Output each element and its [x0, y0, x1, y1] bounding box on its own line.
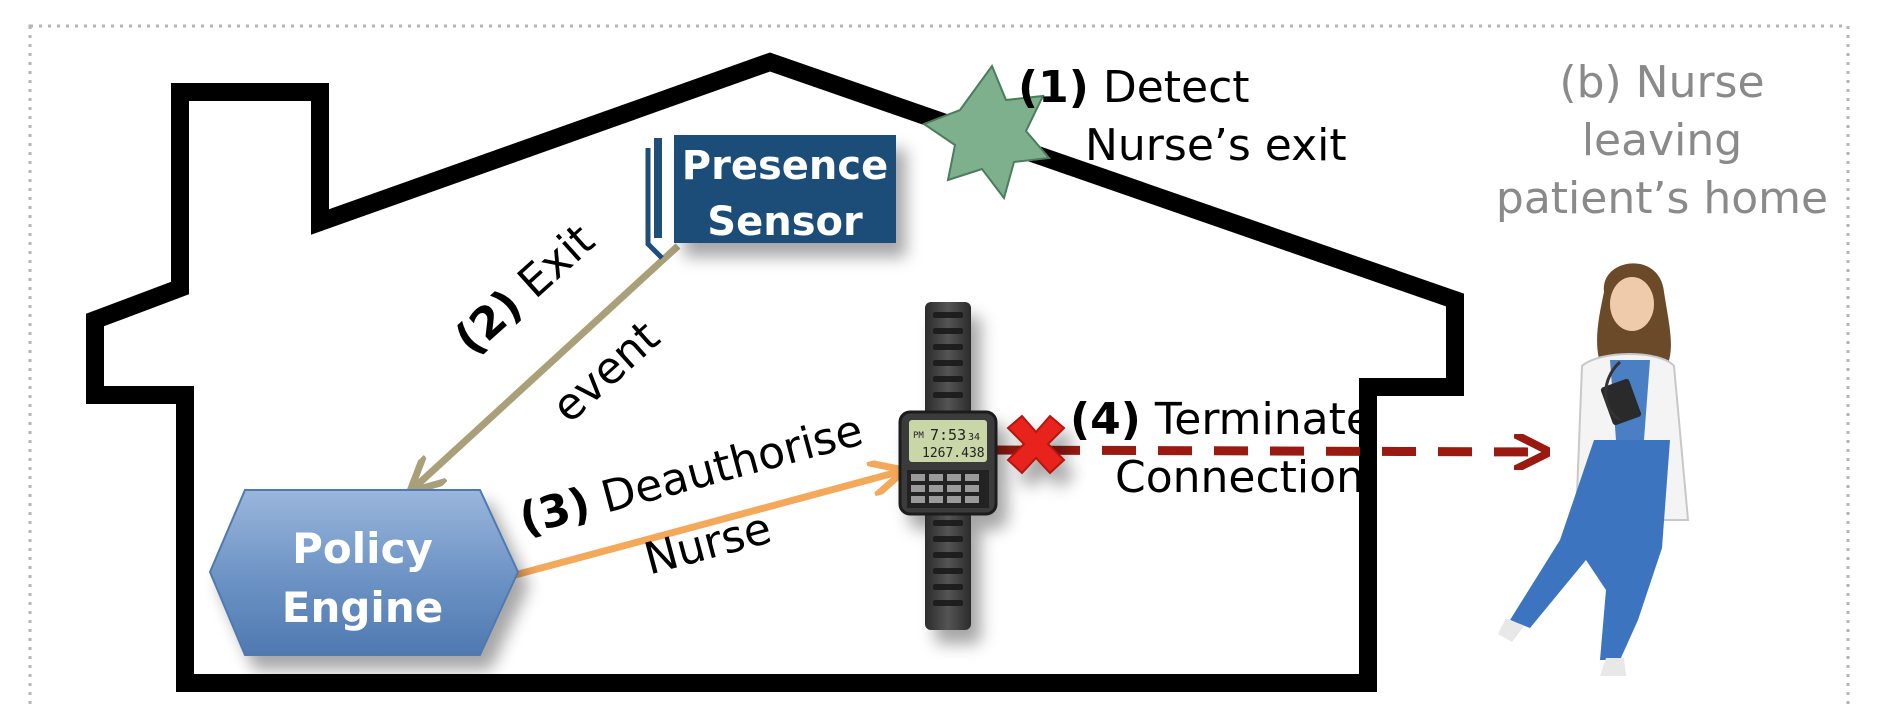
- watch-small-text: PM: [913, 431, 924, 441]
- step-4-label: (4) Terminate: [1070, 398, 1373, 442]
- presence-sensor-line-2: Sensor: [707, 199, 863, 245]
- step-4-label-line-2: Connection: [1115, 456, 1364, 500]
- policy-engine-label: Policy Engine: [245, 520, 480, 638]
- sensor-bracket: [645, 148, 664, 260]
- step-4-text-1: Terminate: [1154, 394, 1373, 445]
- policy-engine-shape: [208, 489, 520, 656]
- step-1-text-1: Detect: [1102, 62, 1250, 113]
- step-1-number: (1): [1018, 62, 1089, 113]
- caption-line-2: patient’s home: [1495, 173, 1829, 225]
- red-cross-icon: [1006, 414, 1066, 475]
- presence-sensor-line-1: Presence: [681, 143, 889, 189]
- presence-sensor-label: Presence Sensor: [674, 138, 896, 250]
- policy-engine-line-1: Policy: [292, 524, 433, 573]
- dotted-frame: [28, 24, 1850, 708]
- step-1-label: (1) Detect: [1018, 66, 1250, 110]
- nurse-figure: [1498, 263, 1690, 676]
- deauthorise-arrow: [514, 472, 898, 579]
- step-1-text-2: Nurse’s exit: [1085, 120, 1347, 171]
- watch-band-slots: [933, 312, 963, 606]
- caption-line-1: (b) Nurse leaving: [1559, 57, 1765, 167]
- step-1-label-line-2: Nurse’s exit: [1085, 124, 1347, 168]
- presence-sensor-box: [674, 135, 896, 243]
- step-4-number: (4): [1070, 394, 1141, 445]
- exit-event-arrow: [415, 243, 681, 487]
- watch-seconds-text: 34: [968, 432, 980, 443]
- policy-engine-line-2: Engine: [281, 582, 444, 632]
- terminate-arrow: [989, 450, 1543, 452]
- step-4-text-2: Connection: [1115, 452, 1364, 503]
- watch-keypad: [911, 474, 979, 503]
- watch-bottom-text: 1267.438: [922, 446, 985, 461]
- watch-time-text: 7:53: [930, 426, 966, 444]
- panel-caption: (b) Nurse leaving patient’s home: [1482, 54, 1842, 228]
- detection-star: [921, 63, 1051, 201]
